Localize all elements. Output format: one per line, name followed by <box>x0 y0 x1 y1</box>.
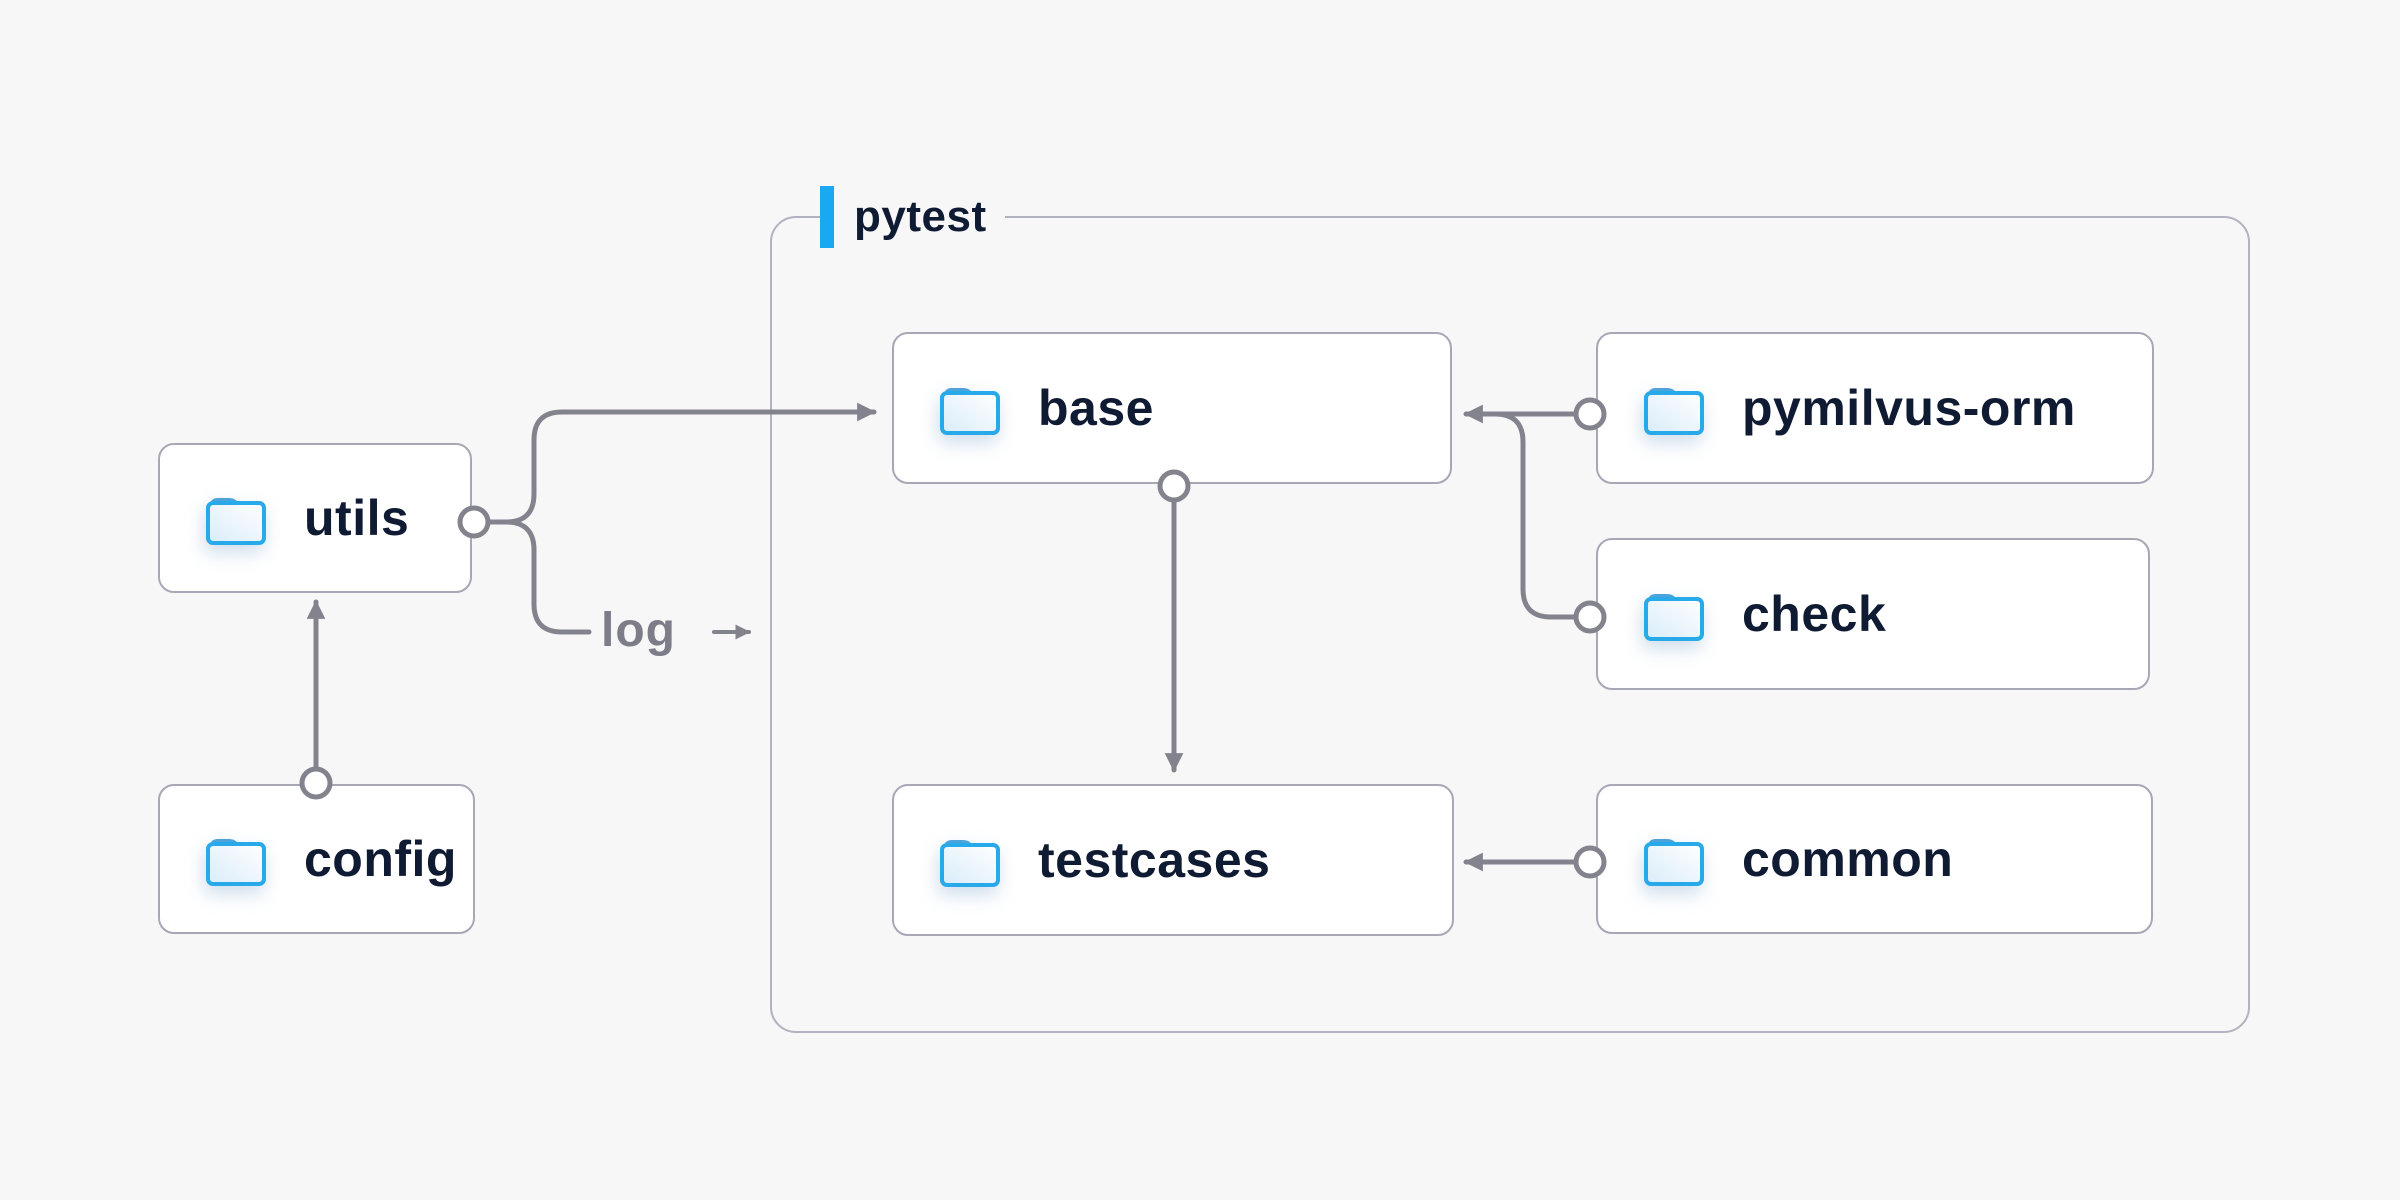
node-base: base <box>892 332 1452 484</box>
node-common: common <box>1596 784 2153 934</box>
pytest-group-container: pytest <box>770 186 2250 1033</box>
node-label-common: common <box>1742 831 1954 887</box>
folder-icon <box>206 839 266 886</box>
node-label-pymilvus-orm: pymilvus-orm <box>1742 380 2076 436</box>
node-label-base: base <box>1038 380 1154 436</box>
node-utils: utils <box>158 443 472 593</box>
pytest-group-label-text: pytest <box>834 186 1005 248</box>
accent-bar <box>820 186 834 248</box>
folder-icon <box>206 498 266 545</box>
folder-icon <box>1644 839 1704 886</box>
node-config: config <box>158 784 475 934</box>
node-label-testcases: testcases <box>1038 832 1271 888</box>
edge-label-log: log <box>601 604 676 657</box>
node-check: check <box>1596 538 2150 690</box>
node-label-utils: utils <box>304 490 410 546</box>
node-pymilvus-orm: pymilvus-orm <box>1596 332 2154 484</box>
node-testcases: testcases <box>892 784 1454 936</box>
node-label-check: check <box>1742 586 1887 642</box>
folder-icon <box>940 388 1000 435</box>
edge-utils-to-log <box>486 519 592 635</box>
folder-icon <box>940 840 1000 887</box>
folder-icon <box>1644 388 1704 435</box>
node-label-config: config <box>304 831 457 887</box>
folder-icon <box>1644 594 1704 641</box>
pytest-group-label: pytest <box>820 185 1005 249</box>
